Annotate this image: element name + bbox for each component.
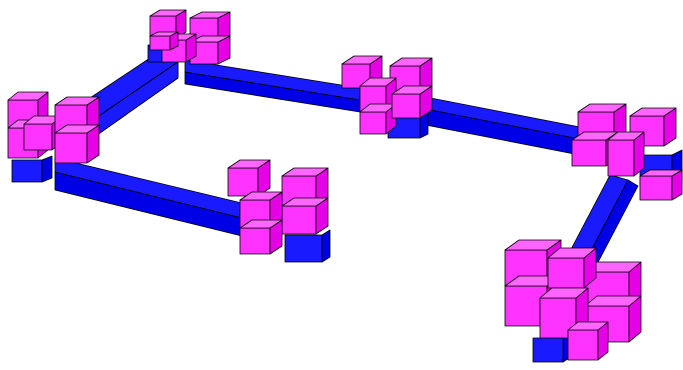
beam-lower-middle-stub-top: [285, 235, 322, 262]
cube-br-g-front: [568, 330, 598, 360]
cube-right-d-front: [608, 140, 634, 176]
cube-left-e-front: [55, 133, 87, 163]
cube-right-e: [640, 170, 682, 200]
cube-left-e: [55, 125, 99, 163]
beam-top-long: [185, 60, 360, 112]
cube-mid-e-front: [392, 94, 420, 118]
cube-right-e-front: [640, 176, 672, 200]
cube-top-e: [150, 32, 178, 50]
cube-lm-a: [228, 160, 270, 196]
beam-lower-left: [55, 158, 250, 238]
cube-br-e: [548, 248, 596, 288]
cube-lm-e-front: [240, 228, 270, 254]
cube-br-g: [568, 322, 608, 360]
cube-lm-c-front: [282, 206, 316, 234]
cube-br-e-front: [548, 258, 584, 288]
cube-lm-e: [240, 220, 282, 254]
cube-mid-d-front: [360, 112, 386, 134]
cube-mid-d: [360, 104, 396, 134]
beam-lower-middle-stub-side: [322, 230, 330, 262]
beam-left-stub-top: [12, 160, 42, 182]
cube-top-e-front: [150, 36, 170, 50]
beam-lower-middle-stub: [285, 230, 330, 262]
cube-right-c-front: [572, 140, 606, 166]
beam-left-stub: [12, 156, 52, 182]
cube-lm-c: [282, 198, 328, 234]
cube-mid-e: [392, 86, 432, 118]
cube-left-c-front: [24, 124, 52, 150]
cube-right-d: [608, 132, 644, 176]
beam-bottom-right-stub-top: [533, 338, 563, 362]
beam-left-stub-side: [42, 156, 52, 182]
